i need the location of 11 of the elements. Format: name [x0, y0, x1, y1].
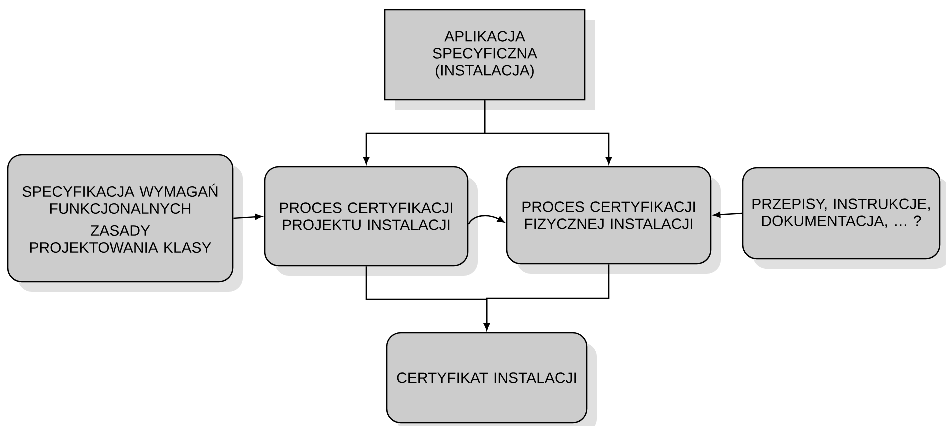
arrow — [714, 212, 742, 218]
output-box: CERTYFIKAT INSTALACJI — [386, 332, 597, 426]
input-box: SPECYFIKACJA WYMAGAŃ FUNKCJONALNYCH ZASADY PROJEKTOWANIA KLASY — [7, 154, 243, 292]
arrow — [484, 100, 612, 164]
arrow — [484, 264, 610, 330]
input-box: PRZEPISY, INSTRUKCJE, DOKUMENTACJA, … ? — [742, 167, 946, 269]
process-box: PROCES CERTYFIKACJI FIZYCZNEJ INSTALACJI — [506, 166, 721, 274]
application-box: APLIKACJA SPECYFICZNA (INSTALACJA) — [384, 9, 595, 110]
process-box: PROCES CERTYFIKACJI PROJEKTU INSTALACJI — [264, 166, 478, 276]
arrow — [234, 214, 262, 220]
arrow — [468, 215, 505, 225]
